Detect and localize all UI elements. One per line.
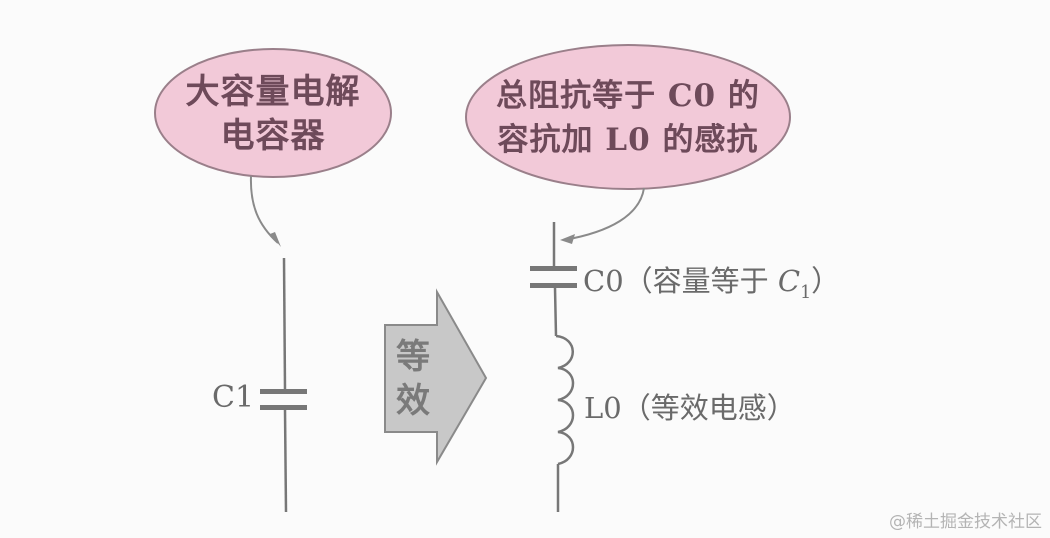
c1-label: C1 <box>212 380 255 415</box>
equivalence-arrow-text: 等 效 <box>388 335 438 423</box>
l0-inductor-coil <box>555 334 575 466</box>
watermark: @稀土掘金技术社区 <box>889 512 1042 532</box>
right-bubble-line1: 总阻抗等于 C0 的 <box>496 78 760 114</box>
c0-label-var: C <box>777 264 801 298</box>
c0-plate-top <box>530 266 577 271</box>
c1-plate-bottom <box>260 405 307 410</box>
left-callout-arrowhead <box>270 232 281 247</box>
equivalence-char-1: 等 <box>396 337 430 377</box>
left-bubble-text: 大容量电解 电容器 <box>160 70 386 158</box>
c0-label: C0（容量等于 C1） <box>583 258 840 303</box>
c0-label-sub: 1 <box>800 282 812 303</box>
left-bubble-line1: 大容量电解 <box>185 72 361 112</box>
right-callout-arrowhead <box>560 234 575 244</box>
c0-label-close: ） <box>811 264 841 298</box>
right-bubble-text: 总阻抗等于 C0 的 容抗加 L0 的感抗 <box>475 74 781 162</box>
equivalence-arrow-shape <box>384 288 488 466</box>
left-callout-pointer <box>249 175 279 244</box>
c0-wire-to-l0 <box>553 287 558 337</box>
l0-label: L0（等效电感） <box>584 391 796 425</box>
equivalence-char-2: 效 <box>396 381 430 421</box>
c1-wire-bottom <box>283 409 288 513</box>
c1-plate-top <box>260 389 307 394</box>
right-callout-pointer <box>563 187 645 241</box>
right-bubble-line2: 容抗加 L0 的感抗 <box>497 122 759 158</box>
right-callout-bubble <box>465 44 791 190</box>
c1-wire-top <box>282 257 287 391</box>
left-bubble-line2: 电容器 <box>220 116 326 156</box>
c0-label-text: C0（容量等于 <box>583 264 778 298</box>
left-callout-bubble <box>154 48 392 178</box>
c0-plate-bottom <box>530 283 577 288</box>
